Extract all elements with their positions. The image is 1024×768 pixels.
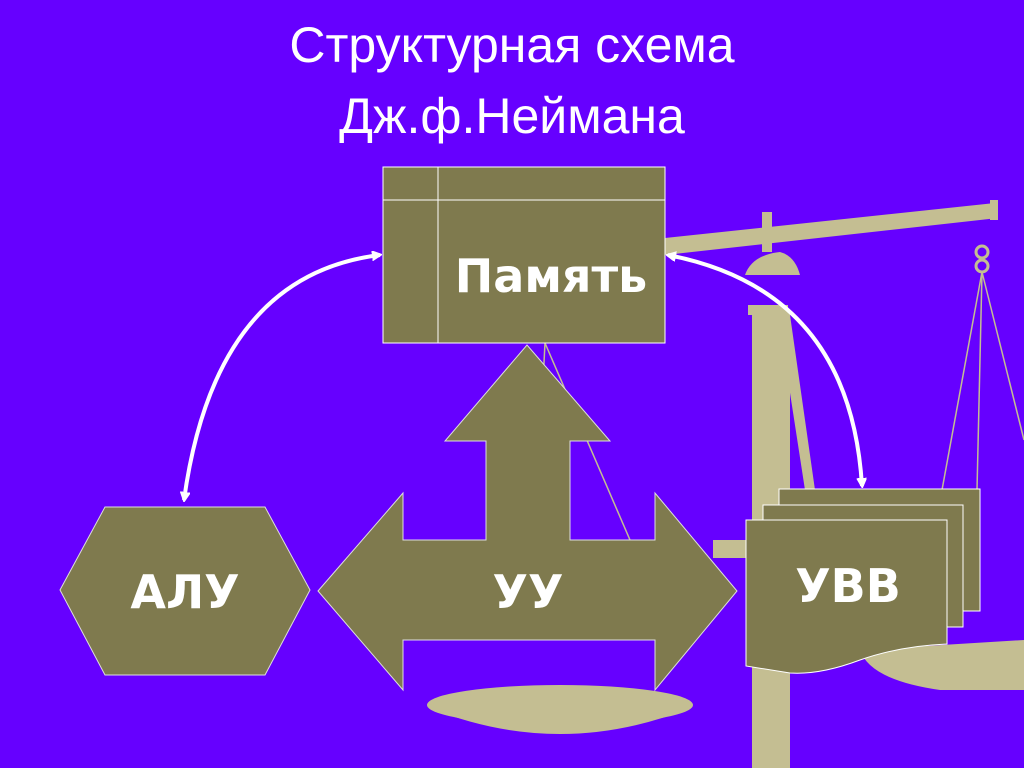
alu-label: АЛУ xyxy=(130,565,239,619)
title-line-2: Дж.ф.Неймана xyxy=(339,88,685,144)
io-label: УВВ xyxy=(795,559,901,613)
memory-block: Память xyxy=(382,166,666,344)
io-block: УВВ xyxy=(745,488,981,674)
control-unit-label: УУ xyxy=(493,565,564,619)
memory-label: Память xyxy=(455,249,647,303)
memory-alu-arrow xyxy=(184,255,380,500)
control-unit-block: УУ xyxy=(317,344,738,692)
alu-block: АЛУ xyxy=(59,506,311,676)
memory-io-arrow xyxy=(668,255,862,486)
title-line-1: Структурная схема xyxy=(289,17,734,73)
